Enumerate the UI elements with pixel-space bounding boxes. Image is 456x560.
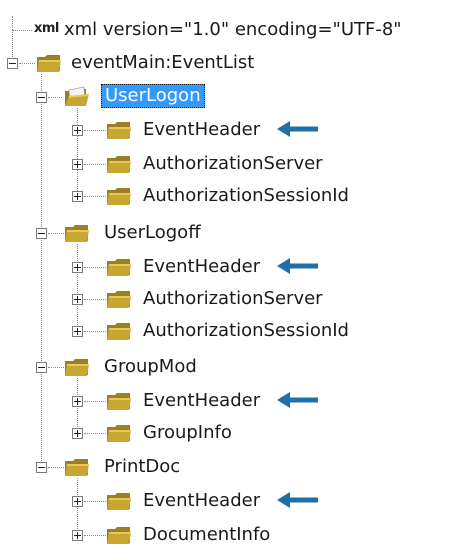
xml-declaration-icon: xml [34, 21, 59, 36]
folder-icon [65, 225, 89, 242]
arrow-left-icon [277, 258, 318, 274]
expand-toggle[interactable] [72, 428, 83, 439]
tree-node-label-groupinfo[interactable]: GroupInfo [143, 422, 232, 443]
collapse-toggle[interactable] [36, 362, 47, 373]
folder-icon [107, 425, 131, 442]
tree-node-label-authorizationsessionid[interactable]: AuthorizationSessionId [143, 320, 349, 341]
arrow-left-icon [277, 392, 318, 408]
folder-icon [107, 122, 131, 139]
xml-declaration-label[interactable]: xml version="1.0" encoding="UTF-8" [64, 19, 402, 40]
arrow-left-icon [277, 492, 318, 508]
expand-toggle[interactable] [72, 294, 83, 305]
tree-connector [84, 164, 106, 165]
expand-toggle[interactable] [72, 191, 83, 202]
tree-connector [84, 331, 106, 332]
tree-connector [84, 501, 106, 502]
folder-icon [107, 259, 131, 276]
expand-toggle[interactable] [72, 262, 83, 273]
tree-connector [12, 16, 13, 30]
arrow-left-icon [277, 121, 318, 137]
tree-connector [77, 244, 78, 331]
tree-node-label-authorizationserver[interactable]: AuthorizationServer [143, 153, 323, 174]
folder-icon [107, 493, 131, 510]
tree-node-label-eventheader[interactable]: EventHeader [143, 256, 261, 277]
tree-node-label-userlogon[interactable]: UserLogon [101, 84, 205, 108]
folder-icon [65, 359, 89, 376]
collapse-toggle[interactable] [7, 58, 18, 69]
expand-toggle[interactable] [72, 159, 83, 170]
expand-toggle[interactable] [72, 125, 83, 136]
expand-toggle[interactable] [72, 530, 83, 541]
folder-icon [107, 393, 131, 410]
collapse-toggle[interactable] [36, 462, 47, 473]
expand-toggle[interactable] [72, 396, 83, 407]
tree-node-label-authorizationserver[interactable]: AuthorizationServer [143, 288, 323, 309]
tree-connector [12, 30, 32, 31]
tree-connector [48, 233, 64, 234]
tree-node-label-documentinfo[interactable]: DocumentInfo [143, 524, 271, 545]
tree-connector [84, 401, 106, 402]
tree-connector [41, 74, 42, 467]
tree-connector [84, 130, 106, 131]
tree-node-label-root[interactable]: eventMain:EventList [71, 52, 255, 73]
collapse-toggle[interactable] [36, 92, 47, 103]
tree-connector [84, 267, 106, 268]
folder-icon [107, 156, 131, 173]
folder-icon [107, 323, 131, 340]
collapse-toggle[interactable] [36, 228, 47, 239]
tree-node-label-printdoc[interactable]: PrintDoc [104, 456, 181, 477]
tree-connector [19, 63, 35, 64]
tree-connector [48, 97, 62, 98]
tree-node-label-eventheader[interactable]: EventHeader [143, 490, 261, 511]
tree-connector [84, 433, 106, 434]
expand-toggle[interactable] [72, 326, 83, 337]
tree-connector [77, 108, 78, 195]
tree-node-label-groupmod[interactable]: GroupMod [104, 356, 197, 377]
tree-connector [48, 367, 64, 368]
tree-node-label-authorizationsessionid[interactable]: AuthorizationSessionId [143, 185, 349, 206]
folder-icon [107, 188, 131, 205]
folder-icon [37, 55, 61, 72]
expand-toggle[interactable] [72, 496, 83, 507]
tree-connector [84, 299, 106, 300]
tree-node-label-eventheader[interactable]: EventHeader [143, 390, 261, 411]
tree-node-label-userlogoff[interactable]: UserLogoff [104, 222, 201, 243]
tree-connector [12, 30, 13, 63]
tree-node-label-eventheader[interactable]: EventHeader [143, 119, 261, 140]
tree-connector [84, 535, 106, 536]
folder-icon [107, 527, 131, 544]
open-folder-icon [65, 86, 89, 106]
folder-icon [65, 459, 89, 476]
tree-connector [84, 196, 106, 197]
tree-connector [48, 467, 64, 468]
folder-icon [107, 291, 131, 308]
